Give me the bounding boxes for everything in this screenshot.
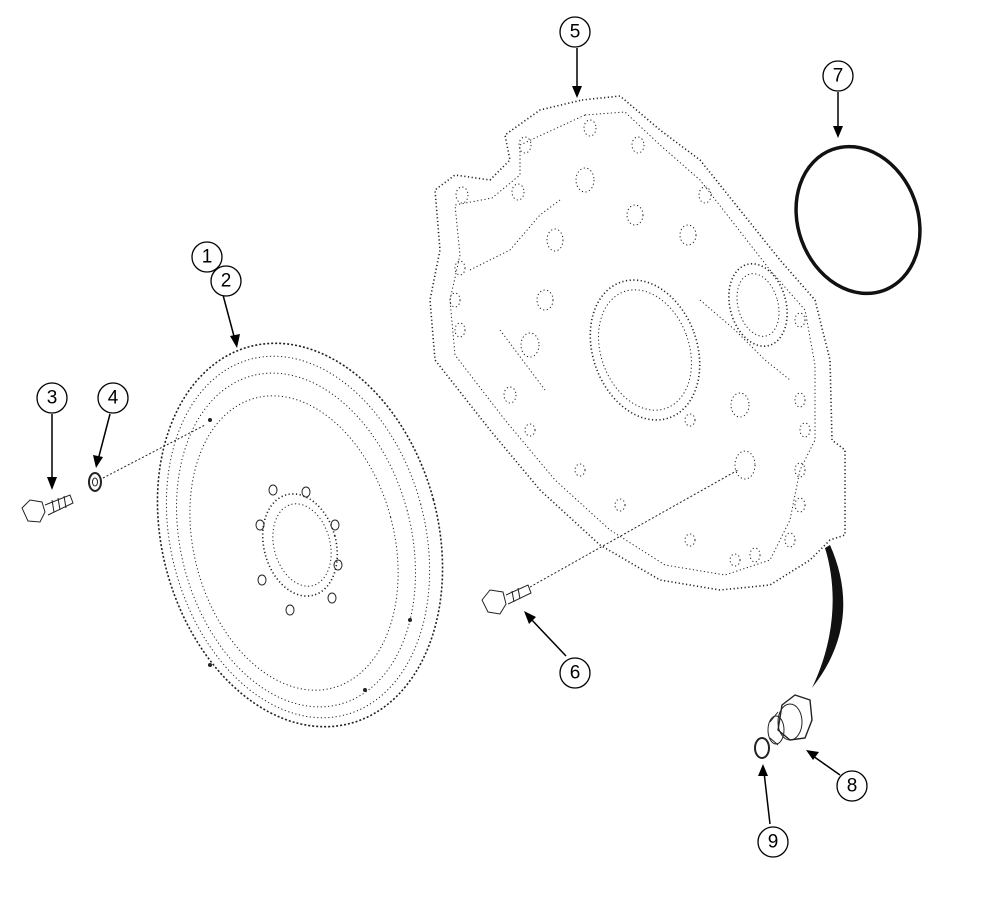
svg-text:2: 2 bbox=[221, 271, 232, 292]
flywheel-bolt bbox=[21, 494, 74, 523]
housing-bolt bbox=[481, 584, 532, 615]
leader-lines bbox=[51, 48, 841, 825]
callout-1: 1 bbox=[191, 241, 223, 273]
sealing-ring bbox=[754, 737, 770, 759]
callout-2: 2 bbox=[210, 265, 242, 297]
svg-text:9: 9 bbox=[768, 832, 779, 853]
flywheel-housing bbox=[429, 95, 846, 591]
flywheel-bolt-holes bbox=[255, 484, 343, 616]
callout-9: 9 bbox=[757, 826, 789, 858]
flywheel-hub bbox=[261, 493, 339, 597]
starter-opening bbox=[728, 262, 788, 348]
callout-4: 4 bbox=[97, 382, 129, 414]
housing-bore bbox=[589, 279, 701, 421]
callout-3: 3 bbox=[36, 382, 68, 414]
callout-6: 6 bbox=[559, 657, 591, 689]
washer bbox=[88, 472, 102, 492]
svg-text:7: 7 bbox=[833, 66, 844, 87]
detail-indicator-arrow bbox=[812, 545, 844, 688]
callout-5: 5 bbox=[559, 16, 591, 48]
svg-text:1: 1 bbox=[202, 247, 213, 268]
svg-text:4: 4 bbox=[108, 388, 119, 409]
svg-text:3: 3 bbox=[47, 388, 58, 409]
callout-8: 8 bbox=[836, 770, 868, 802]
svg-text:5: 5 bbox=[570, 22, 581, 43]
callout-7: 7 bbox=[822, 60, 854, 92]
o-ring bbox=[794, 144, 922, 296]
svg-text:8: 8 bbox=[847, 776, 858, 797]
flywheel-ring-gear bbox=[156, 342, 444, 728]
drain-plug bbox=[767, 694, 813, 746]
arrowheads bbox=[47, 86, 843, 776]
housing-bolt-holes bbox=[449, 119, 811, 567]
svg-text:6: 6 bbox=[570, 663, 581, 684]
